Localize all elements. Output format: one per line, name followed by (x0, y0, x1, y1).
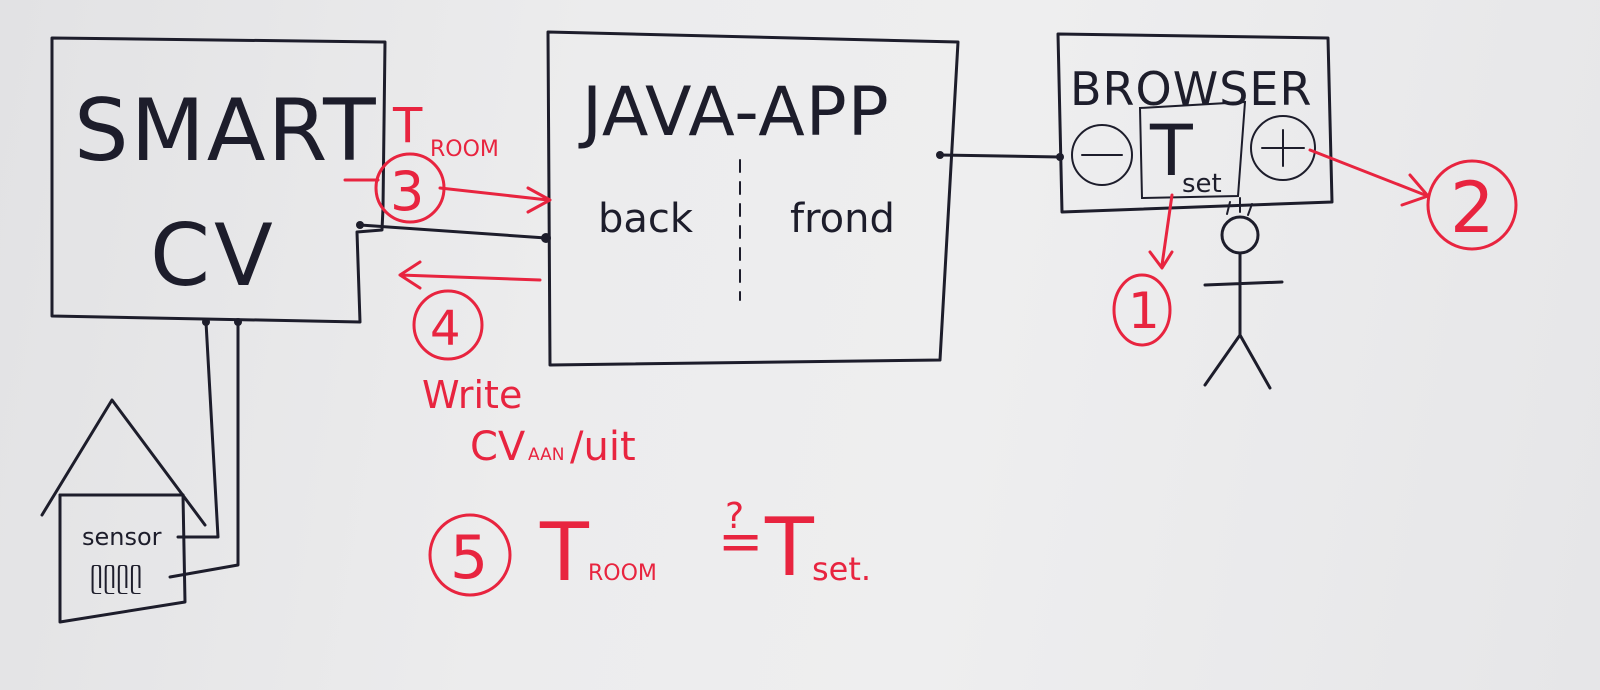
t-set-sub: set (1182, 169, 1222, 199)
t-set-symbol: T (1149, 110, 1193, 192)
step-5-t2: T (764, 501, 815, 594)
smart-cv-label-1: SMART (74, 81, 378, 181)
step-4: 4 Write CV AAN /uit (398, 260, 636, 470)
back-label: back (598, 196, 694, 242)
step-5-circle (428, 513, 512, 597)
step-3-t: T (392, 98, 423, 154)
sensor-label: sensor (82, 523, 162, 551)
step-2: 2 (1308, 148, 1518, 251)
house-roof (40, 398, 207, 527)
browser-node: BROWSER T set (1056, 32, 1334, 214)
sensor-wire-2 (168, 320, 240, 579)
java-app-title: JAVA-APP (578, 73, 890, 152)
smart-cv-node: SMART CV (50, 36, 387, 324)
set-panel (1138, 100, 1247, 200)
step-4-circle (412, 289, 484, 361)
step-3-sub: ROOM (430, 137, 499, 162)
minus-button-outline[interactable] (1071, 124, 1133, 186)
step-4-arrow (398, 260, 542, 290)
java-app-node: JAVA-APP back frond (546, 30, 960, 367)
front-label: frond (790, 196, 895, 242)
step-3-arrow (438, 186, 552, 214)
smart-cv-box (50, 36, 387, 324)
step-4-slash: /uit (570, 424, 636, 470)
house-walls (58, 493, 187, 624)
step-5-sub1: ROOM (588, 561, 657, 586)
step-1-arrow (1148, 193, 1174, 270)
browser-title: BROWSER (1070, 62, 1312, 116)
step-5-question: ? (725, 496, 744, 537)
step-1: 1 (1112, 193, 1174, 347)
java-browser-dot-1 (936, 151, 944, 159)
cv-dot (356, 221, 364, 229)
user-body (1203, 251, 1284, 390)
java-browser-dot-2 (1056, 153, 1064, 161)
step-4-sub: AAN (528, 445, 564, 465)
step-5-equals: = (718, 510, 763, 573)
cv-to-java-line (358, 223, 548, 240)
plus-button-outline[interactable] (1250, 115, 1316, 181)
step-2-circle (1426, 159, 1518, 251)
user-head (1220, 215, 1260, 255)
step-4-cv: CV (470, 424, 526, 470)
step-1-circle (1112, 273, 1172, 347)
browser-box (1056, 32, 1334, 214)
user-stick-figure (1203, 197, 1284, 390)
step-5-t1: T (539, 506, 590, 599)
sensor-wire-1 (176, 320, 220, 539)
house-sensor: sensor ᥫᥫᥫᥫ (40, 318, 242, 624)
step-4-label: 4 (430, 301, 461, 357)
sensor-coil: ᥫᥫᥫᥫ (90, 565, 143, 595)
java-to-browser-line (938, 153, 1062, 159)
wire-dot-2 (234, 318, 242, 326)
step-5: 5 T ROOM ? = T set. (428, 496, 871, 599)
step-3: 3 T ROOM (343, 98, 552, 224)
plus-icon[interactable] (1261, 129, 1305, 167)
java-app-box (546, 30, 960, 367)
step-5-sub2: set. (812, 550, 871, 588)
step-1-label: 1 (1128, 282, 1160, 340)
user-hair (1226, 197, 1253, 216)
smart-cv-label-2: CV (150, 206, 277, 306)
java-dot (541, 233, 551, 243)
step-2-label: 2 (1450, 167, 1495, 249)
step-4-write: Write (422, 373, 522, 417)
step-5-label: 5 (450, 523, 488, 593)
step-3-label: 3 (390, 160, 424, 223)
wire-dot-1 (202, 318, 210, 326)
step-2-arrow (1308, 148, 1430, 207)
